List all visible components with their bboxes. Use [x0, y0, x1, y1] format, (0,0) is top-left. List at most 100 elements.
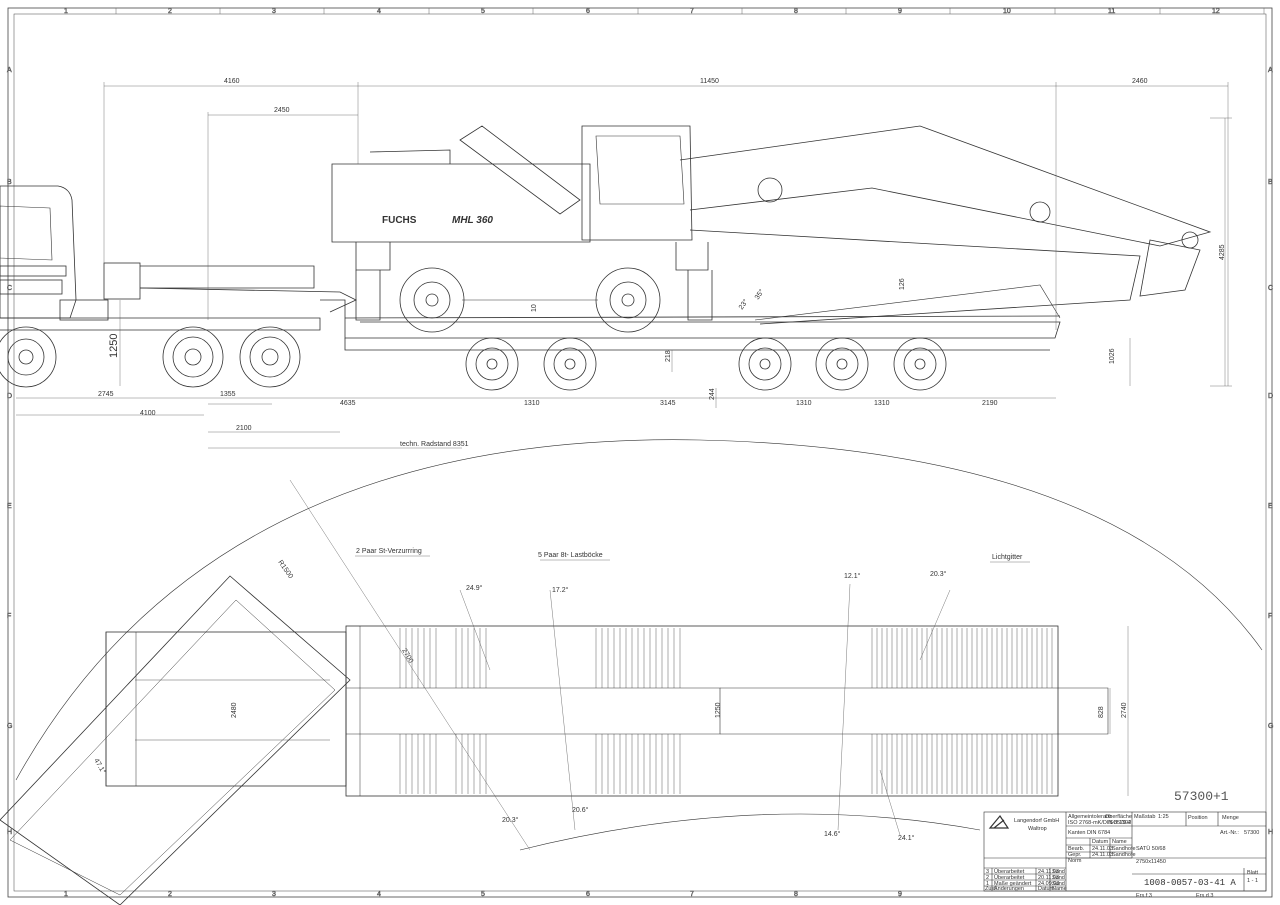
excavator-brand: FUCHS [382, 215, 417, 226]
frame-column-label: 9 [898, 891, 902, 898]
position-label: Position [1188, 815, 1208, 821]
deck-height: 1026 [1109, 348, 1116, 364]
lower-dimension: 1310 [874, 400, 890, 407]
tolerance-label: Allgemeintoleranz [1068, 814, 1112, 820]
frame-column-label: 8 [794, 891, 798, 898]
swing-radius: R1500 [276, 559, 294, 580]
angle-label: 17.2° [552, 586, 569, 594]
title-block-text: Langendorf GmbH Waltrop Allgemeintoleran… [985, 814, 1259, 899]
frame-column-label: 12 [1212, 8, 1220, 15]
surface-value: ISO 1302 [1108, 820, 1131, 826]
revision-name: Sand [1052, 875, 1065, 881]
frame-row-label: C [7, 285, 12, 292]
scale-label: Maßstab [1134, 814, 1155, 820]
frame-row-label: G [7, 723, 12, 730]
frame-column-label: 8 [794, 8, 798, 15]
angle-label: 24.1° [898, 834, 915, 842]
edges-standard: Kanten DIN 6784 [1068, 830, 1110, 836]
revision-index: 3 [986, 869, 989, 875]
company-name: Langendorf GmbH [1014, 818, 1059, 824]
side-dimension-lines [16, 82, 1232, 449]
frame-row-label: A [7, 67, 12, 74]
small-dimension: 126 [899, 278, 906, 290]
small-dimension: 35° [753, 288, 766, 301]
title-block [983, 811, 1267, 892]
frame-column-label: 7 [690, 8, 694, 15]
angle-label: 20.6° [572, 806, 589, 814]
article-label: Art.-Nr.: [1220, 830, 1239, 836]
frame-column-label: 1 [64, 8, 68, 15]
plan-callout: 5 Paar 8t- Lastböcke [538, 552, 603, 559]
frame-row-label: A [1268, 67, 1273, 74]
quantity-label: Menge [1222, 815, 1239, 821]
frame-row-label: E [1268, 503, 1273, 510]
lower-dimension: 2190 [982, 400, 998, 407]
lower-dimension: 1310 [796, 400, 812, 407]
trailer-frame [320, 284, 1061, 351]
small-dimension: 10 [531, 304, 538, 312]
drawing-title: SATÜ 50/68 [1136, 845, 1166, 852]
plan-dimension: 2740 [1121, 702, 1128, 718]
wheelbase-label: techn. Radstand 8351 [400, 441, 469, 448]
sheet-label: Blatt [1247, 870, 1258, 876]
plan-guidelines [289, 479, 1129, 851]
sheet-number: 1 - 1 [1247, 878, 1258, 884]
origin-note: Ers.f.3 [1136, 893, 1152, 899]
plan-callout: Lichtgitter [992, 554, 1023, 561]
kingpin-height: 1250 [108, 334, 120, 358]
tractor-truck [0, 185, 357, 331]
article-number: 57300 [1244, 830, 1259, 836]
lower-dimension: 3145 [660, 400, 676, 407]
small-dimension: 218 [665, 350, 672, 362]
frame-row-label: B [1268, 179, 1273, 186]
frame-row-label: C [1268, 285, 1273, 292]
lower-dimension: 4635 [340, 400, 356, 407]
lower-dimension: 1310 [524, 400, 540, 407]
frame-row-label: E [7, 503, 12, 510]
revision-header: Name [1052, 886, 1067, 892]
excavator-model: MHL 360 [452, 215, 493, 226]
title-row-date: 24.11.03 [1092, 846, 1113, 852]
frame-row-label: F [1268, 613, 1272, 620]
swing-radius-arc [15, 439, 1263, 781]
side-view [0, 82, 1232, 449]
surface-label: Oberfläche [1105, 814, 1132, 820]
drawing-subtitle: 2750x11450 [1136, 859, 1166, 865]
company-logo [988, 814, 1010, 829]
title-row-name: Sandhofe [1112, 852, 1136, 858]
title-row-key: Bearb. [1068, 846, 1085, 852]
top-dimension: 2460 [1132, 78, 1148, 85]
title-block-rows: Bearb.24.11.03SandhofeGepr.24.11.03Sandh… [1068, 846, 1136, 864]
tolerance-value: ISO 2768-mK/DIN 8570-4 [1068, 820, 1131, 826]
lower-dimension: 2745 [98, 391, 114, 398]
frame-column-label: 6 [586, 891, 590, 898]
small-dimension: 23° [737, 298, 750, 311]
drawing-number: 1008-0057-03-41 A [1144, 878, 1236, 888]
sub-top-dimension: 2450 [274, 107, 290, 114]
top-dimension: 11450 [700, 78, 719, 85]
lichtgitter-grille [399, 628, 1053, 794]
frame-row-label: H [7, 829, 12, 836]
frame-column-label: 3 [272, 8, 276, 15]
frame-row-label: D [7, 393, 12, 400]
title-row-key: Norm [1068, 858, 1082, 864]
revision-index: 1 [986, 881, 989, 887]
small-dimension: 244 [709, 388, 716, 400]
frame-column-label: 5 [481, 8, 485, 15]
serial-number: 57300+1 [1174, 789, 1229, 804]
company-city: Waltrop [1028, 826, 1047, 832]
scale-value: 1:25 [1158, 814, 1169, 820]
title-row-key: Gepr. [1068, 852, 1082, 858]
revision-name: Sand [1052, 881, 1065, 887]
drawing-frame [7, 7, 1273, 898]
date-header: Datum [1092, 839, 1109, 845]
frame-column-label: 2 [168, 8, 172, 15]
angle-label: 12.1° [844, 572, 861, 580]
plan-dimension: 828 [1098, 706, 1105, 718]
trailer-wheels [465, 337, 947, 391]
revision-header: Änderungen [994, 885, 1024, 892]
revision-text: Überarbeitet [994, 874, 1025, 881]
